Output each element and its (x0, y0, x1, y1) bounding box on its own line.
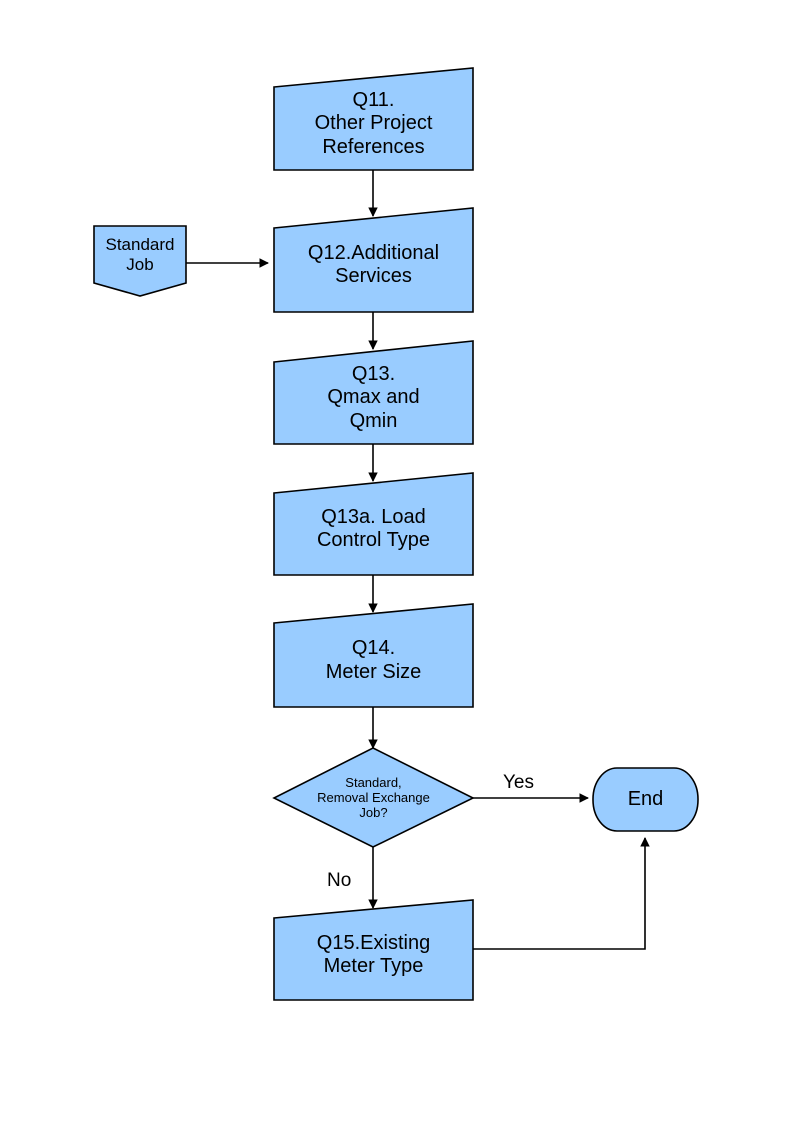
node-q15-shape[interactable] (273, 899, 474, 1001)
node-q14-shape[interactable] (273, 603, 474, 708)
node-q13-shape[interactable] (273, 340, 474, 445)
node-q12-shape[interactable] (273, 207, 474, 313)
node-q11-shape[interactable] (273, 67, 474, 171)
node-decision-shape[interactable] (272, 747, 475, 848)
node-standard-job-shape[interactable] (93, 225, 187, 297)
node-end-shape[interactable] (592, 767, 699, 832)
edge-q15-to-end (473, 837, 650, 950)
node-q13a-shape[interactable] (273, 472, 474, 576)
